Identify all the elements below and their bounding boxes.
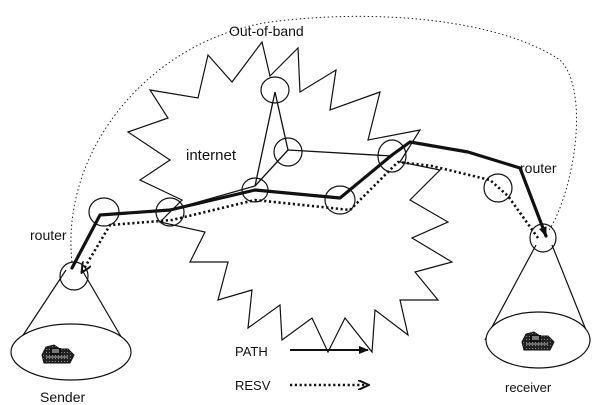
router-nodes	[59, 76, 557, 291]
router-node	[377, 139, 407, 173]
resv-route	[82, 160, 540, 272]
router-node	[59, 261, 89, 291]
computer-icon	[41, 344, 75, 364]
router-label-left: router	[30, 227, 67, 243]
router-label-right: router	[520, 160, 557, 176]
out-of-band-label: Out-of-band	[229, 23, 304, 39]
computer-icon	[521, 331, 555, 351]
router-node	[483, 173, 513, 203]
router-node	[260, 76, 290, 104]
internet-cloud	[126, 40, 454, 354]
router-node	[529, 223, 557, 253]
legend: PATH RESV	[235, 344, 368, 393]
router-node	[241, 177, 269, 203]
path-route	[70, 140, 548, 270]
router-node	[155, 197, 185, 227]
legend-resv-label: RESV	[235, 378, 271, 393]
router-node	[273, 137, 303, 167]
receiver-label: receiver	[505, 380, 552, 395]
sender-cone	[10, 269, 132, 381]
sender-label: Sender	[40, 389, 85, 405]
out-of-band-link	[70, 15, 577, 263]
router-node	[324, 185, 356, 215]
legend-path-label: PATH	[235, 344, 268, 359]
router-node	[88, 197, 120, 227]
internet-label: internet	[186, 147, 237, 164]
